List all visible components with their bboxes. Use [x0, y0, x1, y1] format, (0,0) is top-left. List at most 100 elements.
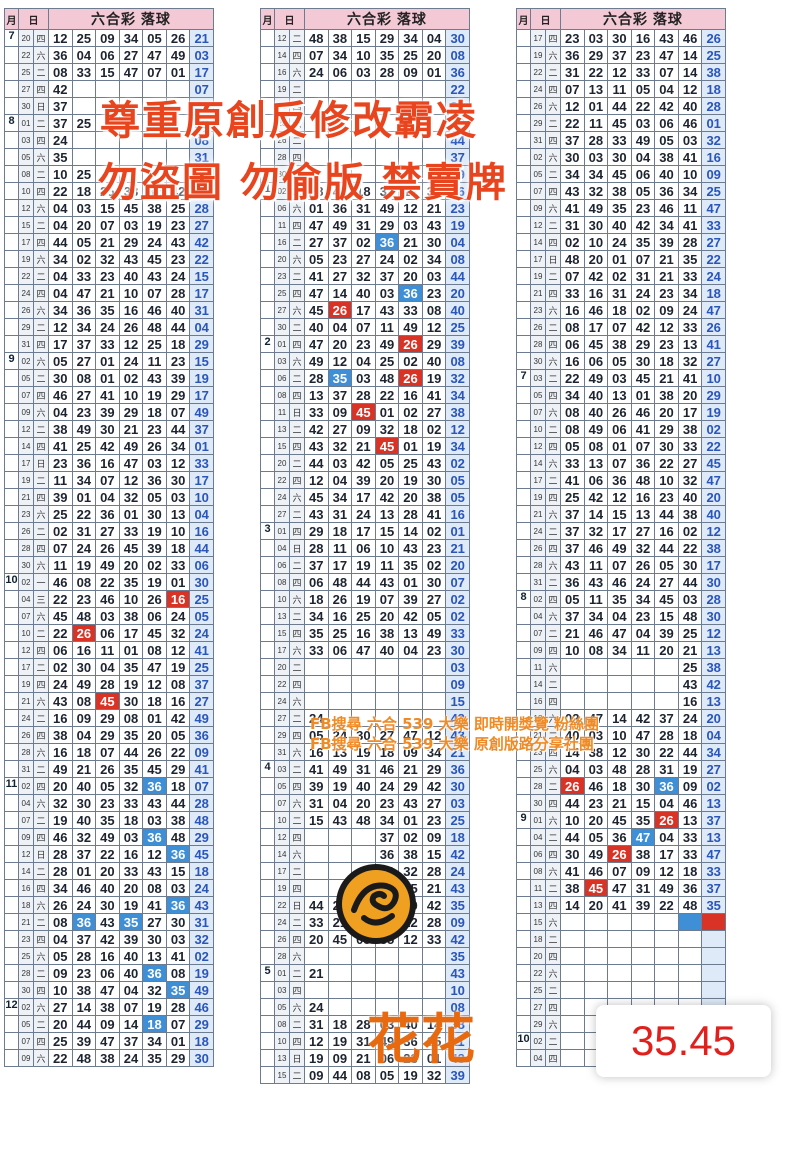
month-cell [4, 879, 19, 897]
number-cell [95, 131, 120, 149]
number-cell: 12 [304, 471, 329, 489]
month-cell [516, 63, 531, 81]
number-cell: 19 [327, 1032, 353, 1050]
weekday-cell: 二 [289, 131, 305, 149]
weekday-cell: 二 [33, 760, 49, 778]
number-cell: 40 [374, 641, 400, 659]
number-cell: 12 [560, 97, 585, 115]
header-day: 日 [18, 8, 49, 30]
number-cell: 36 [654, 777, 679, 795]
number-cell [351, 97, 376, 115]
month-cell [4, 1032, 19, 1050]
number-cell: 19 [118, 675, 144, 693]
weekday-cell: 四 [289, 981, 305, 999]
number-cell: 46 [71, 879, 97, 897]
number-cell: 08 [71, 692, 97, 710]
number-cell: 12 [677, 80, 703, 98]
number-cell: 05 [630, 182, 656, 200]
number-cell: 04 [630, 148, 656, 166]
number-cell: 02 [48, 658, 73, 676]
month-cell [516, 233, 531, 251]
number-cell: 11 [374, 556, 400, 574]
special-number-cell: 05 [445, 488, 470, 506]
special-number-cell: 35 [445, 896, 470, 914]
number-cell: 05 [654, 556, 679, 574]
number-cell: 45 [607, 811, 632, 829]
month-cell: 1 [260, 182, 275, 200]
day-cell: 14 [530, 454, 546, 472]
month-cell [516, 284, 531, 302]
number-cell: 10 [118, 590, 144, 608]
day-cell: 10 [18, 624, 34, 642]
number-cell: 20 [48, 777, 73, 795]
number-cell: 25 [374, 352, 400, 370]
number-cell: 23 [421, 284, 447, 302]
month-cell [516, 216, 531, 234]
number-cell: 25 [71, 437, 97, 455]
special-number-cell: 47 [701, 199, 726, 217]
number-cell: 49 [583, 369, 609, 387]
number-cell [583, 675, 609, 693]
number-cell: 43 [142, 267, 167, 285]
day-cell: 26 [18, 301, 34, 319]
number-cell [118, 97, 144, 115]
day-cell: 16 [274, 63, 290, 81]
month-cell [4, 845, 19, 863]
number-cell [118, 165, 144, 183]
number-cell [327, 675, 353, 693]
number-cell: 34 [560, 165, 585, 183]
weekday-cell: 二 [33, 420, 49, 438]
number-cell: 12 [421, 318, 447, 336]
number-cell: 21 [304, 964, 329, 982]
number-cell: 14 [118, 1015, 144, 1033]
special-number-cell: 43 [445, 1049, 470, 1067]
month-cell [516, 709, 531, 727]
month-cell [516, 658, 531, 676]
month-cell [260, 1015, 275, 1033]
number-cell: 01 [304, 199, 329, 217]
number-cell: 31 [351, 199, 376, 217]
special-number-cell: 08 [445, 352, 470, 370]
day-cell: 01 [274, 964, 290, 982]
weekday-cell: 四 [33, 131, 49, 149]
month-cell [4, 301, 19, 319]
weekday-cell: 一 [33, 573, 49, 591]
weekday-cell: 六 [33, 505, 49, 523]
number-cell: 39 [48, 488, 73, 506]
weekday-cell: 四 [33, 539, 49, 557]
weekday-cell: 二 [545, 1032, 561, 1050]
day-cell: 17 [18, 658, 34, 676]
number-cell: 22 [560, 369, 585, 387]
weekday-cell: 二 [545, 828, 561, 846]
number-cell: 39 [654, 233, 679, 251]
weekday-cell: 四 [33, 80, 49, 98]
number-cell: 46 [583, 862, 609, 880]
special-number-cell: 37 [701, 879, 726, 897]
day-cell: 19 [274, 80, 290, 98]
number-cell [95, 80, 120, 98]
number-cell: 09 [304, 1066, 329, 1084]
number-cell: 17 [607, 522, 632, 540]
number-cell: 45 [118, 199, 144, 217]
month-cell [516, 794, 531, 812]
weekday-cell: 六 [545, 199, 561, 217]
number-cell: 45 [304, 488, 329, 506]
number-cell: 22 [677, 539, 703, 557]
number-cell: 29 [630, 335, 656, 353]
number-cell: 42 [583, 267, 609, 285]
special-number-cell: 04 [189, 318, 214, 336]
number-cell: 27 [304, 233, 329, 251]
number-cell: 45 [304, 301, 329, 319]
